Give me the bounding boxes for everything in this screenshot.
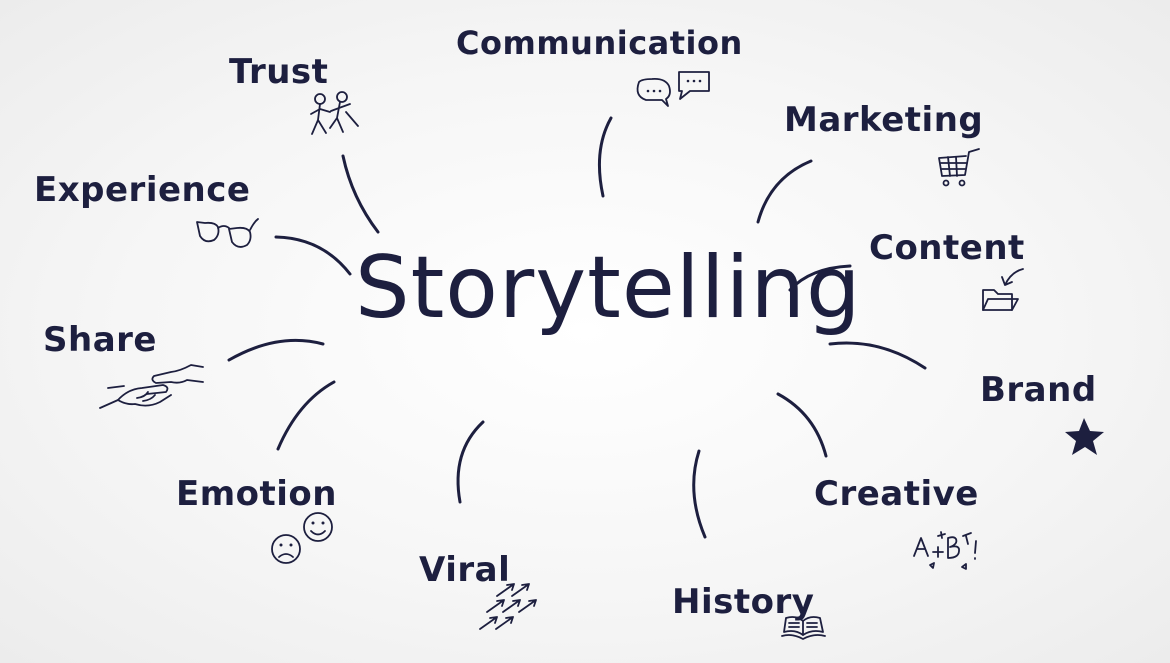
- topic-share: Share: [43, 320, 157, 360]
- glasses-icon: [196, 218, 259, 248]
- topic-viral: Viral: [419, 550, 511, 590]
- shopping-cart-icon: [938, 148, 980, 187]
- topic-trust: Trust: [229, 52, 329, 92]
- doodle-letters-icon: [913, 531, 977, 570]
- connector-brand: [828, 341, 927, 370]
- connector-experience: [274, 235, 352, 276]
- center-title: Storytelling: [355, 238, 862, 338]
- folder-icon: [982, 268, 1024, 311]
- arrows-icon: [479, 583, 537, 630]
- speech-bubbles-icon: [636, 71, 710, 107]
- topic-brand: Brand: [980, 370, 1097, 410]
- connector-viral: [456, 420, 485, 504]
- connector-share: [227, 338, 325, 362]
- star-icon: [1065, 418, 1104, 455]
- topic-history: History: [672, 582, 815, 622]
- topic-creative: Creative: [814, 474, 979, 514]
- connector-trust: [341, 154, 380, 234]
- topic-content: Content: [869, 228, 1025, 268]
- topic-emotion: Emotion: [176, 474, 337, 514]
- connector-emotion: [276, 380, 336, 451]
- topic-communication: Communication: [456, 24, 743, 62]
- connector-creative: [776, 392, 828, 458]
- topic-experience: Experience: [34, 170, 251, 210]
- smiley-faces-icon: [271, 512, 333, 564]
- connector-communication: [597, 116, 613, 198]
- topic-marketing: Marketing: [784, 100, 984, 140]
- connector-content: [788, 264, 852, 292]
- handshake-icon: [99, 364, 204, 409]
- book-icon: [781, 616, 826, 640]
- two-people-icon: [310, 91, 359, 135]
- connector-marketing: [756, 159, 813, 224]
- connector-history: [692, 449, 707, 539]
